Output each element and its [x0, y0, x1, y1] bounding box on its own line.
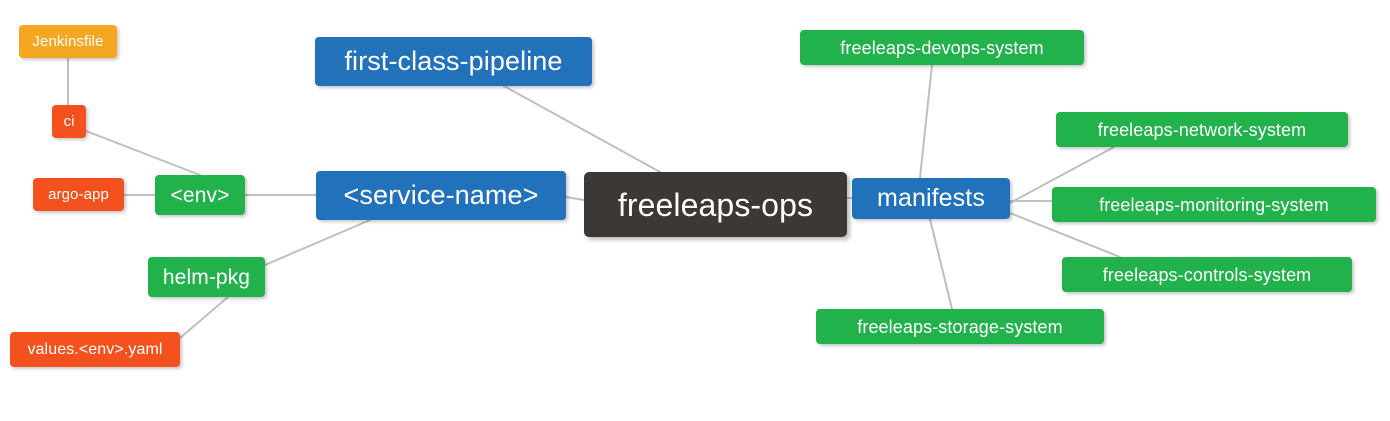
node-label-argo-app: argo-app [48, 186, 109, 203]
mindmap-node-service-name[interactable]: <service-name> [316, 171, 566, 220]
mindmap-node-helm-pkg[interactable]: helm-pkg [148, 257, 265, 297]
node-label-service-name: <service-name> [343, 180, 539, 210]
node-label-devops-system: freeleaps-devops-system [840, 37, 1044, 58]
edge-manifests-to-storage-system [929, 218, 953, 310]
mindmap-node-devops-system[interactable]: freeleaps-devops-system [800, 30, 1084, 65]
mindmap-node-argo-app[interactable]: argo-app [33, 178, 124, 211]
edge-ci-to-env [85, 130, 201, 176]
node-label-first-class-pipeline: first-class-pipeline [344, 46, 563, 76]
mindmap-node-manifests[interactable]: manifests [852, 178, 1010, 219]
node-label-values-yaml: values.<env>.yaml [27, 340, 163, 358]
node-label-jenkinsfile: Jenkinsfile [32, 33, 104, 50]
node-label-monitoring-system: freeleaps-monitoring-system [1099, 194, 1329, 215]
mindmap-node-values-yaml[interactable]: values.<env>.yaml [10, 332, 180, 367]
mindmap-node-network-system[interactable]: freeleaps-network-system [1056, 112, 1348, 147]
mindmap-node-controls-system[interactable]: freeleaps-controls-system [1062, 257, 1352, 292]
node-label-freeleaps-ops: freeleaps-ops [617, 186, 814, 223]
node-label-helm-pkg: helm-pkg [162, 265, 251, 289]
mindmap-node-freeleaps-ops[interactable]: freeleaps-ops [584, 172, 847, 237]
mindmap-node-first-class-pipeline[interactable]: first-class-pipeline [315, 37, 592, 86]
mindmap-node-storage-system[interactable]: freeleaps-storage-system [816, 309, 1104, 344]
node-label-network-system: freeleaps-network-system [1097, 119, 1307, 140]
edge-service-name-to-freeleaps-ops [565, 196, 585, 201]
node-label-storage-system: freeleaps-storage-system [857, 316, 1063, 337]
edge-first-class-pipeline-to-freeleaps-ops [503, 85, 661, 173]
mindmap-node-jenkinsfile[interactable]: Jenkinsfile [19, 25, 117, 58]
edge-manifests-to-devops-system [919, 64, 933, 179]
mindmap-node-monitoring-system[interactable]: freeleaps-monitoring-system [1052, 187, 1376, 222]
mindmap-node-env[interactable]: <env> [155, 175, 245, 215]
edge-helm-pkg-to-service-name [264, 219, 371, 266]
mindmap-node-ci[interactable]: ci [52, 105, 86, 138]
node-label-controls-system: freeleaps-controls-system [1102, 264, 1312, 285]
node-label-ci: ci [63, 113, 75, 130]
node-label-env: <env> [170, 183, 230, 207]
edge-values-yaml-to-helm-pkg [179, 296, 229, 339]
node-label-manifests: manifests [877, 184, 985, 212]
